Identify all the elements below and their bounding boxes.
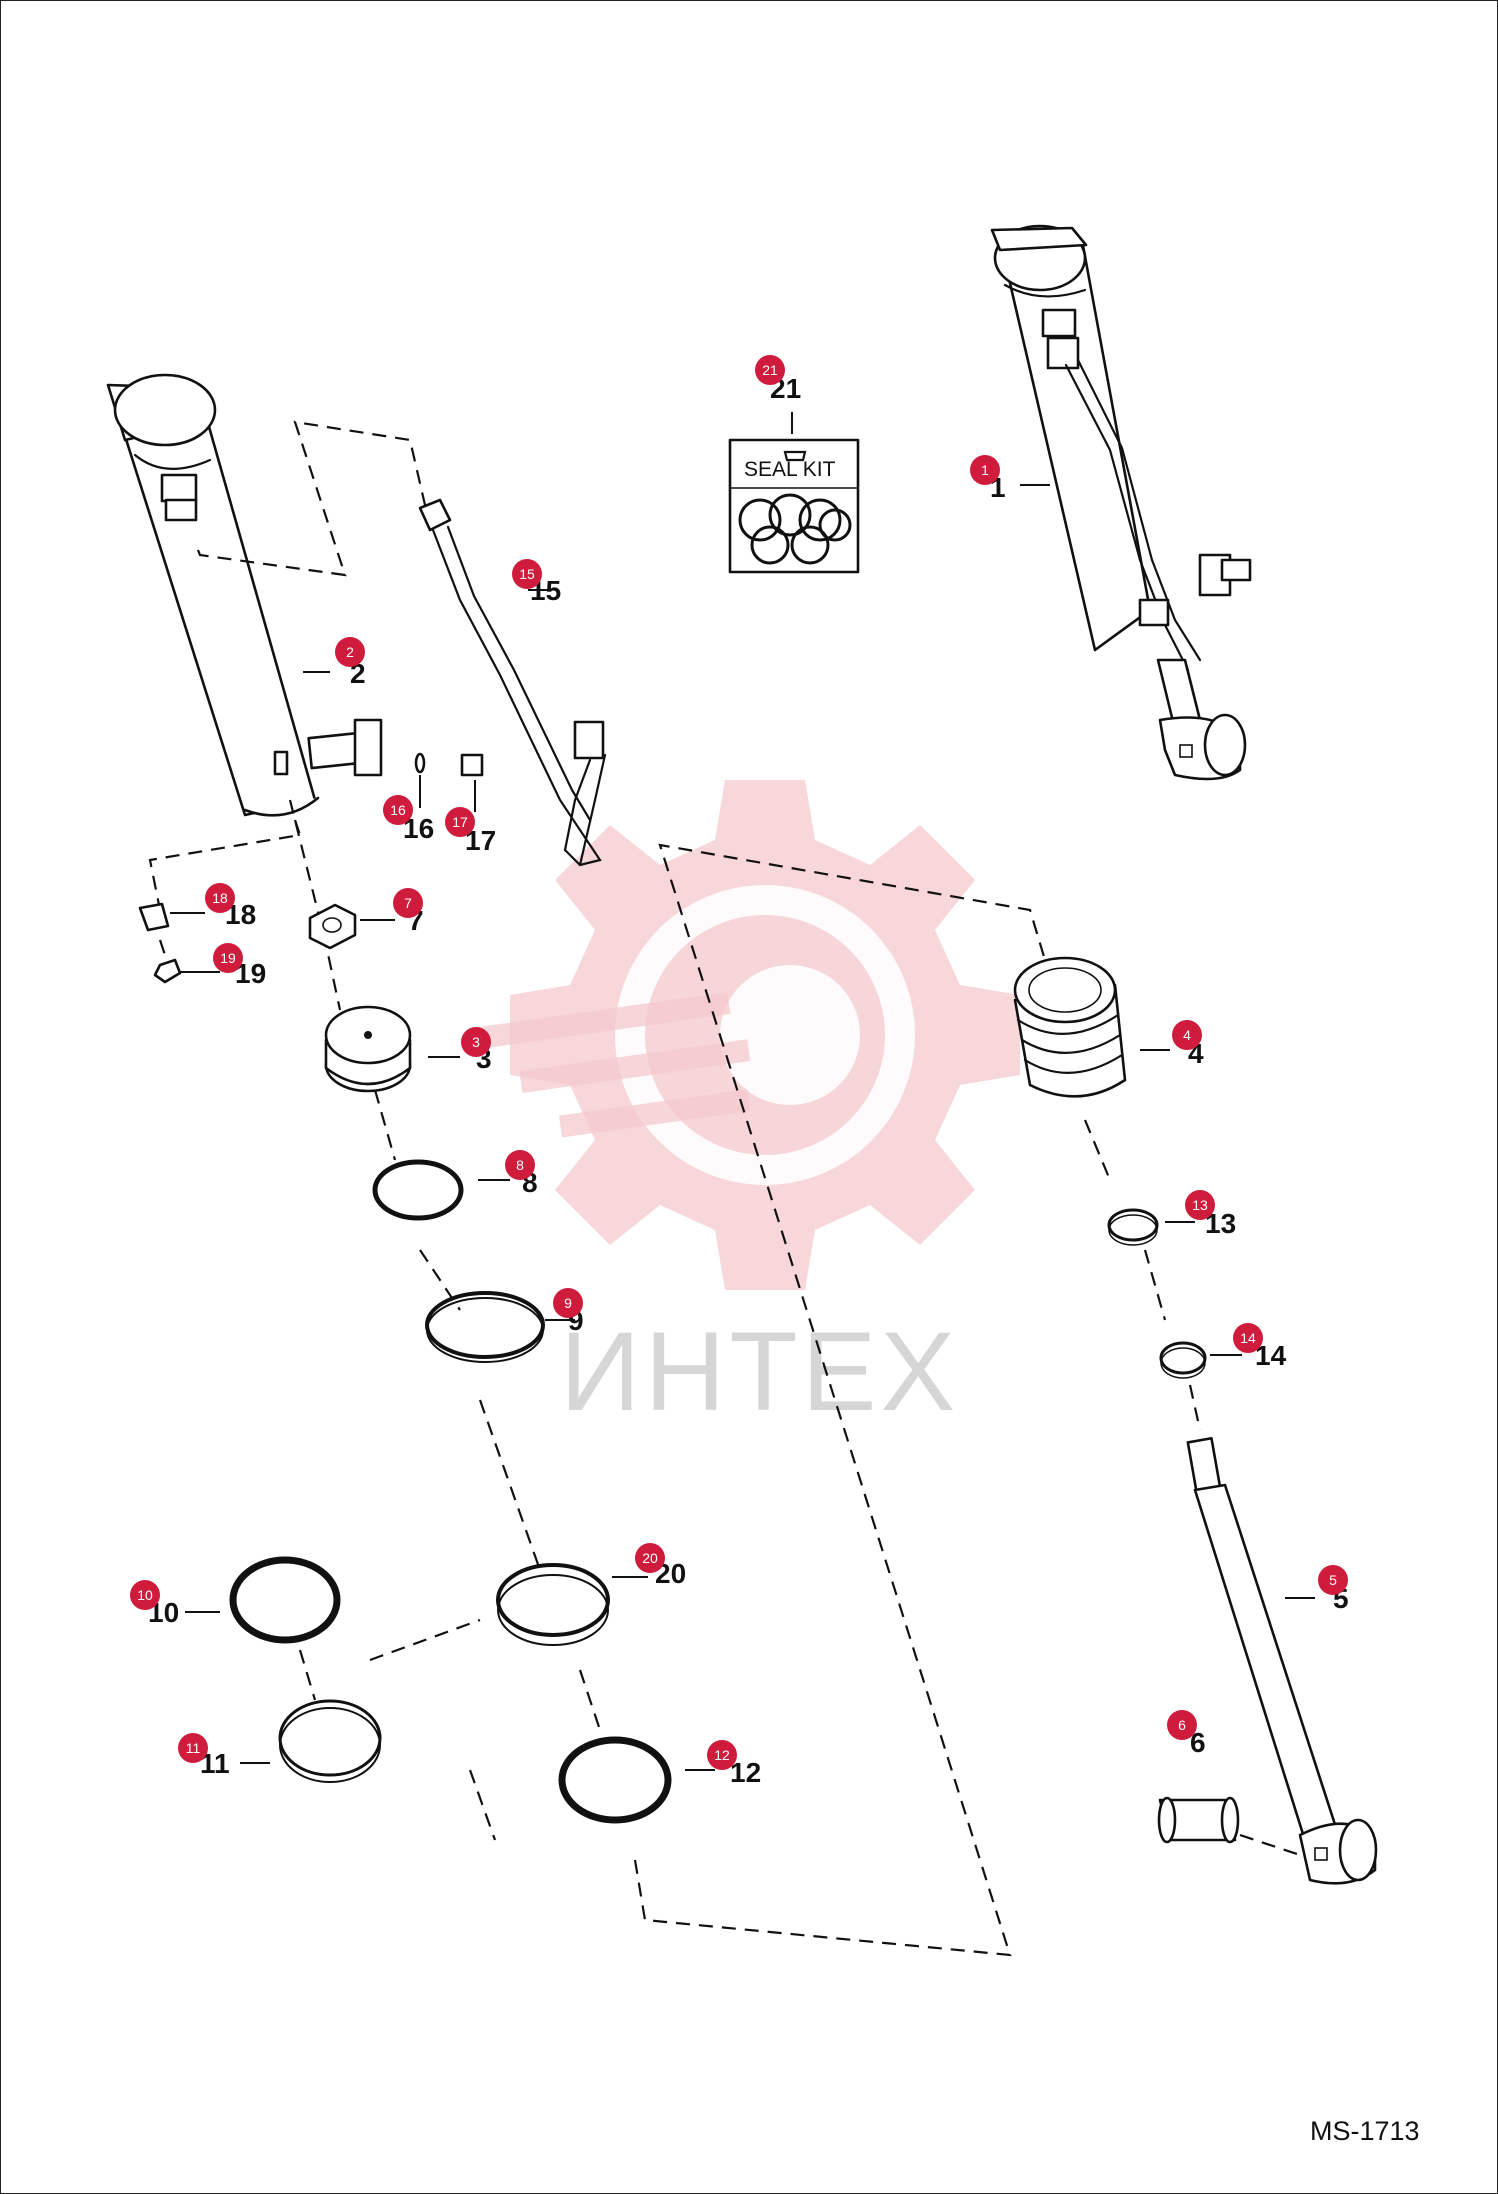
svg-text:14: 14 <box>1240 1330 1256 1346</box>
callout-badge-3[interactable]: 3 <box>461 1027 491 1057</box>
callout-badge-7[interactable]: 7 <box>393 888 423 918</box>
tube-15 <box>418 498 607 867</box>
callout-badge-2[interactable]: 2 <box>335 637 365 667</box>
svg-text:18: 18 <box>212 890 228 906</box>
drawing-code: MS-1713 <box>1310 2116 1420 2146</box>
seal-kit-label: SEAL KIT <box>744 458 836 481</box>
callout-badge-19[interactable]: 19 <box>213 943 243 973</box>
leader-lines <box>170 484 1315 1771</box>
seal-kit-21: SEAL KIT <box>728 412 860 574</box>
part-number-12: 12 <box>730 1757 761 1788</box>
svg-text:3: 3 <box>472 1034 480 1050</box>
svg-text:13: 13 <box>1192 1197 1208 1213</box>
svg-text:20: 20 <box>642 1550 658 1566</box>
callout-badge-21[interactable]: 21 <box>755 355 785 385</box>
callout-badge-17[interactable]: 17 <box>445 807 475 837</box>
callout-badge-12[interactable]: 12 <box>707 1740 737 1770</box>
gland-3 <box>324 1005 412 1093</box>
callout-badge-10[interactable]: 10 <box>130 1580 160 1610</box>
svg-text:11: 11 <box>186 1740 201 1756</box>
part-number-6: 6 <box>1190 1727 1206 1758</box>
barrel-2 <box>106 373 484 817</box>
svg-text:21: 21 <box>762 362 778 378</box>
bushing-6 <box>1157 1796 1240 1844</box>
svg-text:1: 1 <box>981 462 989 478</box>
callout-badge-18[interactable]: 18 <box>205 883 235 913</box>
callout-badge-13[interactable]: 13 <box>1185 1190 1215 1220</box>
cylinder-assembly-1 <box>990 224 1252 781</box>
svg-text:19: 19 <box>220 950 236 966</box>
piston-4 <box>1013 956 1127 1098</box>
svg-text:6: 6 <box>1178 1717 1186 1733</box>
svg-text:5: 5 <box>1329 1572 1337 1588</box>
callout-badge-8[interactable]: 8 <box>505 1150 535 1180</box>
callout-badge-14[interactable]: 14 <box>1233 1323 1263 1353</box>
rings <box>229 1159 1207 1824</box>
callout-badge-5[interactable]: 5 <box>1318 1565 1348 1595</box>
callout-badge-11[interactable]: 11 <box>178 1733 208 1763</box>
svg-text:12: 12 <box>714 1747 730 1763</box>
svg-text:9: 9 <box>564 1295 572 1311</box>
svg-text:4: 4 <box>1183 1027 1191 1043</box>
svg-text:7: 7 <box>404 895 412 911</box>
svg-text:2: 2 <box>346 644 354 660</box>
callout-badge-9[interactable]: 9 <box>553 1288 583 1318</box>
svg-text:17: 17 <box>452 814 468 830</box>
watermark-logo: ИНТЕХ <box>469 780 1020 1434</box>
rod-5 <box>1186 1436 1378 1885</box>
callout-badge-4[interactable]: 4 <box>1172 1020 1202 1050</box>
svg-text:16: 16 <box>390 802 406 818</box>
svg-text:10: 10 <box>137 1587 153 1603</box>
callout-badge-15[interactable]: 15 <box>512 559 542 589</box>
watermark-text: ИНТЕХ <box>560 1309 959 1434</box>
callout-badge-1[interactable]: 1 <box>970 455 1000 485</box>
callout-badge-20[interactable]: 20 <box>635 1543 665 1573</box>
small-parts <box>138 902 357 984</box>
svg-text:8: 8 <box>516 1157 524 1173</box>
callout-badge-6[interactable]: 6 <box>1167 1710 1197 1740</box>
callout-badge-16[interactable]: 16 <box>383 795 413 825</box>
svg-text:15: 15 <box>519 566 535 582</box>
